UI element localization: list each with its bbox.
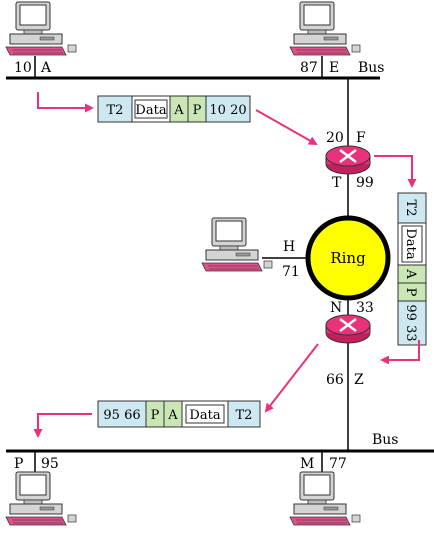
router-top-upper-addr: 20: [326, 130, 344, 146]
router-top-lower-addr: 99: [356, 175, 374, 191]
station-p-letter: P: [14, 456, 23, 472]
frame-1: T2 Data A P 10 20: [97, 95, 251, 123]
station-e-letter: E: [329, 60, 339, 76]
station-a-letter: A: [40, 60, 52, 76]
station-p-addr: 95: [41, 456, 59, 472]
frame-1-net-dst: P: [193, 103, 202, 118]
station-e-addr: 87: [300, 60, 318, 76]
frame-3-data: Data: [189, 408, 220, 423]
router-bottom-icon: [324, 313, 372, 345]
frame-3-link-addrs: 95 66: [103, 408, 140, 423]
router-bottom-upper-addr: 33: [356, 300, 374, 316]
computer-h-icon: [201, 217, 273, 272]
station-m-addr: 77: [329, 456, 347, 472]
computer-m-icon: [289, 471, 361, 526]
frame-2-net-src: A: [403, 268, 418, 279]
frame-2-net-dst: P: [403, 288, 418, 297]
frame-1-data: Data: [135, 103, 166, 118]
station-h-addr: 71: [282, 264, 300, 280]
arrow-frame1-to-router: [255, 109, 318, 145]
frame-1-trailer: T2: [107, 103, 124, 118]
frame-3: 95 66 P A Data T2: [97, 400, 261, 428]
station-a-addr: 10: [14, 60, 32, 76]
arrow-frame3-to-p: [33, 413, 92, 438]
computer-a-icon: [5, 1, 77, 56]
frame-1-link-addrs: 10 20: [209, 103, 246, 118]
router-top-upper-letter: F: [356, 130, 366, 146]
router-top-icon: [324, 144, 372, 176]
station-h-letter: H: [283, 239, 295, 255]
station-m-letter: M: [300, 456, 314, 472]
router-bottom-lower-letter: Z: [354, 372, 364, 388]
ring-label: Ring: [330, 249, 366, 267]
frame-2-data: Data: [403, 228, 418, 259]
arrow-router-to-frame2: [374, 155, 417, 188]
arrow-router-to-frame3: [264, 343, 319, 413]
router-top-lower-letter: T: [332, 175, 342, 191]
frame-2: T2 Data A P 99 33: [397, 192, 427, 346]
bottom-bus-label: Bus: [372, 432, 399, 448]
computer-p-icon: [5, 471, 77, 526]
arrow-frame2-to-router: [380, 340, 420, 365]
frame-2-trailer: T2: [403, 200, 418, 217]
arrow-a-to-frame1: [37, 92, 94, 113]
router-bottom-lower-addr: 66: [326, 372, 344, 388]
frame-2-link-addrs: 99 33: [403, 304, 418, 341]
frame-3-net-dst: P: [151, 408, 160, 423]
computer-e-icon: [289, 1, 361, 56]
router-bottom-upper-letter: N: [330, 300, 342, 316]
frame-1-net-src: A: [173, 103, 184, 118]
frame-3-trailer: T2: [236, 408, 253, 423]
top-bus-label: Bus: [358, 60, 385, 76]
frame-3-net-src: A: [167, 408, 178, 423]
